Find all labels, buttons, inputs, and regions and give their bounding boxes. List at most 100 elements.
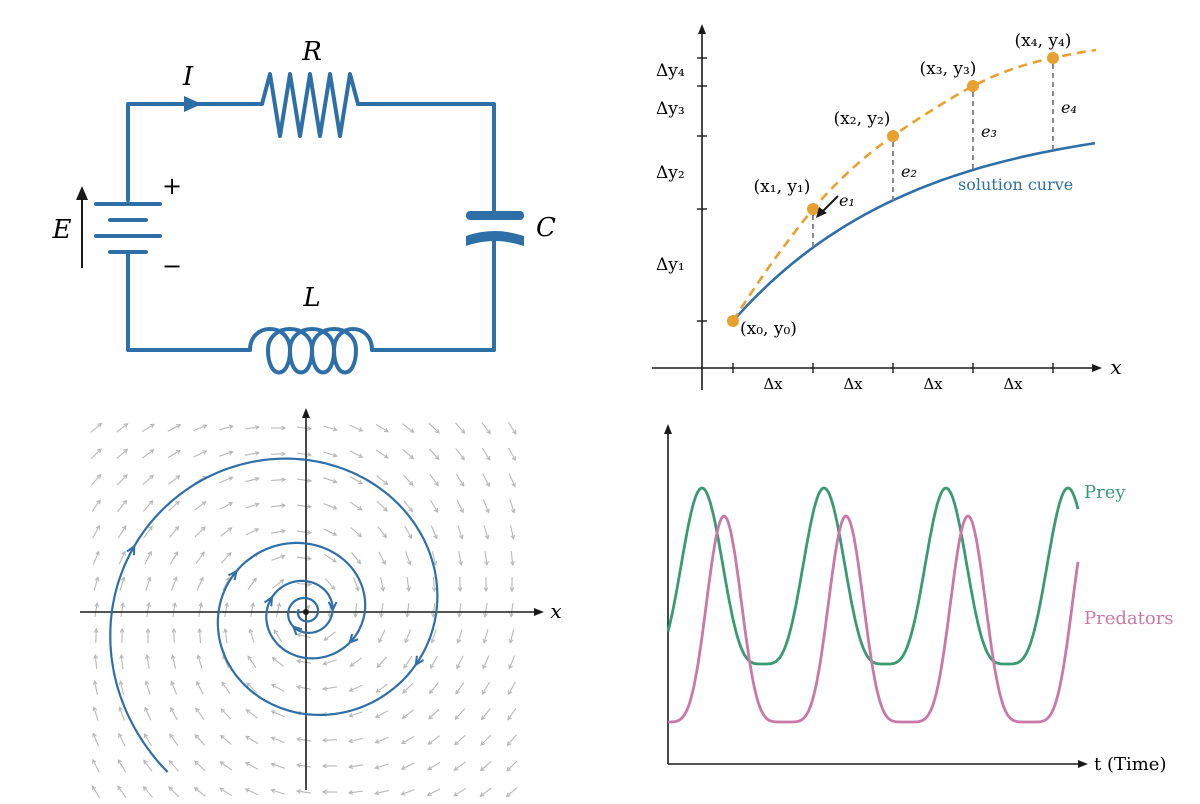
- field-arrow: [194, 502, 205, 510]
- error-label: e₂: [901, 162, 917, 181]
- field-arrow: [508, 422, 516, 434]
- inductor-symbol: [250, 329, 372, 373]
- prey-series-label: Prey: [1084, 482, 1126, 503]
- plus-sign: +: [162, 172, 182, 200]
- field-arrow: [118, 760, 125, 772]
- euler-point: [807, 203, 819, 215]
- phase-portrait-panel: x: [0, 400, 600, 800]
- euler-point: [727, 315, 739, 327]
- field-arrow: [428, 762, 440, 769]
- field-arrow: [352, 553, 361, 564]
- field-arrow: [246, 710, 257, 718]
- field-arrow: [221, 736, 232, 745]
- field-arrow: [454, 762, 465, 770]
- field-arrow: [221, 553, 230, 563]
- euler-point: [967, 80, 979, 92]
- field-arrow: [508, 708, 516, 719]
- field-arrow: [220, 528, 231, 536]
- field-arrow: [92, 500, 100, 511]
- field-arrow: [377, 501, 387, 511]
- circuit-wire: [128, 104, 262, 200]
- field-arrow: [273, 658, 284, 667]
- resistor-label: R: [301, 37, 322, 67]
- field-arrow: [142, 424, 154, 431]
- y-axis-arrow-icon: [302, 408, 310, 418]
- field-arrow: [482, 422, 490, 433]
- capacitor-label: C: [536, 213, 556, 243]
- field-arrow: [91, 449, 101, 459]
- field-arrow: [456, 448, 464, 459]
- euler-x-axis-label: x: [1110, 355, 1121, 379]
- current-label: I: [182, 62, 194, 92]
- field-arrow: [402, 710, 413, 718]
- field-arrow: [480, 788, 491, 796]
- field-arrow: [403, 449, 414, 458]
- capacitor-plate-top: [466, 211, 524, 220]
- point-label: (x₀, y₀): [740, 319, 797, 339]
- point-label: (x₄, y₄): [1015, 31, 1072, 51]
- field-arrow: [118, 526, 125, 538]
- field-arrow: [117, 449, 128, 458]
- field-arrow: [91, 475, 100, 486]
- field-arrow: [402, 424, 413, 433]
- field-arrow: [325, 579, 334, 590]
- predators-series-label: Predators: [1084, 608, 1174, 629]
- field-arrow: [143, 475, 153, 484]
- delta-x-label: Δx: [923, 375, 943, 393]
- error-label: e₄: [1061, 98, 1077, 117]
- circuit-wire: [358, 104, 494, 212]
- field-arrow: [220, 788, 232, 796]
- resistor-symbol: [262, 74, 358, 136]
- field-arrow: [118, 501, 127, 512]
- time-axis-arrow-icon: [1078, 760, 1088, 768]
- source-label: E: [52, 215, 72, 245]
- circuit-wire: [128, 252, 250, 350]
- field-arrow: [350, 658, 361, 666]
- rlc-circuit-diagram: R I E + − C L: [0, 0, 600, 400]
- field-arrow: [481, 761, 492, 770]
- field-arrow: [246, 736, 258, 743]
- euler-point: [1047, 52, 1059, 64]
- field-arrow: [195, 527, 205, 537]
- delta-x-label: Δx: [1003, 375, 1023, 393]
- delta-y-label: Δy₃: [656, 99, 685, 119]
- field-arrow: [169, 787, 179, 797]
- field-arrow: [195, 761, 205, 771]
- field-arrow: [116, 424, 127, 432]
- field-arrow: [404, 656, 412, 668]
- field-arrow: [455, 735, 465, 744]
- equilibrium-point: [303, 609, 309, 615]
- field-arrow: [91, 424, 102, 433]
- field-arrow: [403, 475, 413, 485]
- y-axis-arrow-icon: [698, 24, 706, 34]
- prey-series-line: [668, 488, 1078, 664]
- field-arrow: [195, 735, 204, 745]
- field-arrow: [428, 736, 439, 744]
- population-axis-arrow-icon: [664, 424, 672, 434]
- field-arrow: [508, 735, 517, 746]
- error-label: e₃: [981, 122, 997, 141]
- phase-x-axis-label: x: [550, 599, 561, 623]
- time-axis-label: t (Time): [1094, 754, 1166, 775]
- field-arrow: [454, 788, 466, 795]
- field-arrow: [144, 787, 153, 798]
- point-label: (x₂, y₂): [834, 109, 891, 129]
- point-label: (x₁, y₁): [754, 177, 811, 197]
- field-arrow: [507, 788, 518, 797]
- error-label: e₁: [839, 191, 855, 210]
- field-arrow: [429, 709, 439, 719]
- spiral-trajectory: [110, 459, 437, 772]
- field-arrow: [324, 554, 336, 562]
- field-arrow: [482, 448, 490, 460]
- field-arrow: [482, 709, 491, 720]
- circuit-wire: [372, 240, 494, 350]
- field-arrow: [482, 682, 489, 694]
- delta-x-label: Δx: [843, 375, 863, 393]
- field-arrow: [376, 424, 388, 431]
- field-arrow: [195, 788, 206, 797]
- field-arrow: [168, 450, 180, 457]
- field-arrow: [481, 735, 491, 745]
- field-arrow: [377, 476, 388, 485]
- field-arrow: [377, 657, 386, 667]
